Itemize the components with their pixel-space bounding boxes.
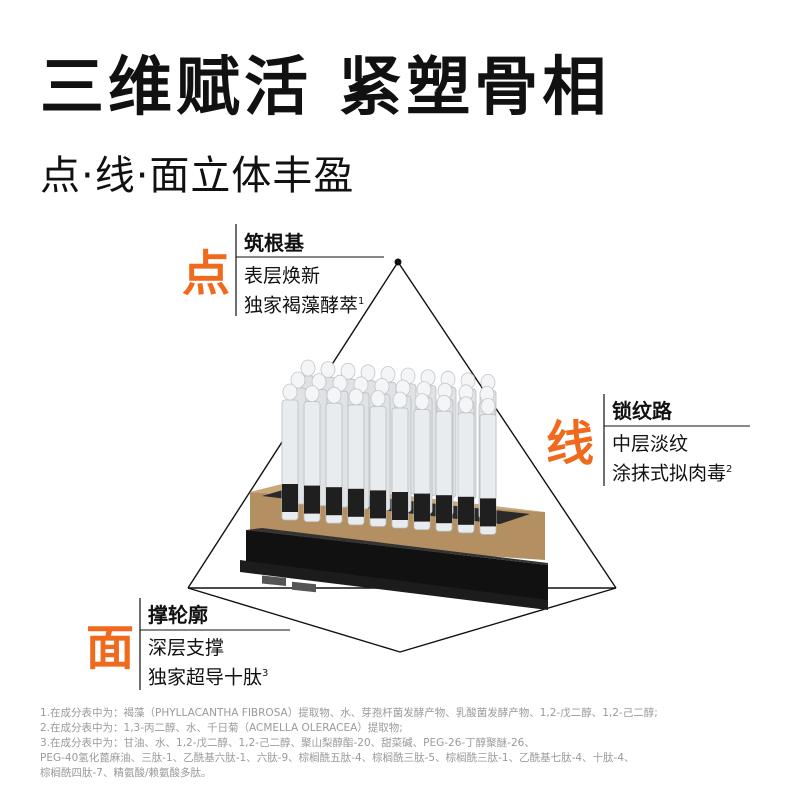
line-line-2: 涂抹式拟肉毒2 (612, 458, 732, 485)
ampoule-cap (282, 383, 298, 401)
ampoule-cap (311, 373, 327, 391)
surface-footnote-ref: 3 (262, 668, 269, 679)
ampoule-cap (326, 386, 342, 404)
ampoule-cap (370, 389, 386, 407)
ampoule-label-band (414, 493, 430, 522)
footnote-4: PEG-40氢化蓖麻油、三肽-1、乙酰基六肽-1、六肽-9、棕榈酰五肽-4、棕榈… (40, 752, 635, 764)
subheadline: 点·线·面立体丰盈 (40, 153, 355, 199)
ampoule-label-band (458, 496, 474, 525)
ampoule-cap (300, 359, 316, 377)
headline: 三维赋活 紧塑骨相 (40, 51, 611, 125)
pyramid-right-edge (397, 261, 617, 589)
label-vertical-bars (139, 224, 605, 690)
ampoule-cap (392, 391, 408, 409)
ampoule-cap (340, 362, 356, 380)
ampoule-label-band (480, 498, 496, 527)
ampoule-cap (480, 397, 496, 415)
pyramid-base-right (399, 587, 617, 653)
footnote-5: 棕榈酰四肽-7、精氨酸/赖氨酸多肽。 (40, 767, 212, 779)
ampoule-cap (360, 364, 376, 382)
footnotes: 1.在成分表中为：褐藻（PHYLLACANTHA FIBROSA）提取物、水、芽… (40, 706, 760, 781)
line-line-2-text: 涂抹式拟肉毒 (612, 462, 727, 485)
ampoule-label-band (348, 488, 364, 517)
ampoule-cap (348, 388, 364, 406)
ampoule-vials (281, 359, 497, 535)
surface-title: 撑轮廓 (148, 603, 208, 627)
ampoule-label-band (370, 490, 386, 519)
surface-char: 面 (86, 620, 135, 676)
line-footnote-ref: 2 (726, 464, 733, 475)
ampoule-label-band (282, 484, 298, 512)
ampoule-label-band (326, 487, 342, 516)
pyramid-apex-dot (394, 258, 402, 266)
ampoule-label-band (436, 495, 452, 524)
surface-line-2-text: 独家超导十肽 (148, 666, 263, 689)
point-footnote-ref: 1 (358, 296, 365, 307)
point-title: 筑根基 (244, 231, 304, 255)
footnote-3: 3.在成分表中为：甘油、水、1,2-戊二醇、1,2-己二醇、聚山梨醇酯-20、甜… (40, 737, 535, 749)
line-char: 线 (546, 416, 595, 472)
point-line-1: 表层焕新 (244, 265, 321, 287)
ampoule-cap (320, 361, 336, 379)
ampoule-cap (290, 371, 306, 389)
footnote-2: 2.在成分表中为：1,3-丙二醇、水、千日菊（ACMELLA OLERACEA）… (40, 722, 403, 734)
point-line-2-text: 独家褐藻酵萃 (244, 294, 359, 317)
ampoule-label-band (392, 492, 408, 520)
line-line-1: 中层淡纹 (612, 433, 689, 455)
pyramid-base-left (187, 587, 401, 653)
label-separators (140, 256, 750, 631)
surface-line-2: 独家超导十肽3 (148, 662, 268, 689)
surface-line-1: 深层支撑 (148, 637, 225, 659)
ampoule-label-band (304, 485, 320, 514)
line-title: 锁纹路 (612, 399, 672, 423)
point-char: 点 (182, 246, 231, 302)
ampoule-cap (304, 385, 320, 403)
ampoule-cap (458, 396, 474, 414)
point-line-2: 独家褐藻酵萃1 (244, 290, 364, 317)
footnote-1: 1.在成分表中为：褐藻（PHYLLACANTHA FIBROSA）提取物、水、芽… (40, 707, 658, 719)
ampoule-cap (414, 393, 430, 411)
ampoule-cap (436, 394, 452, 412)
